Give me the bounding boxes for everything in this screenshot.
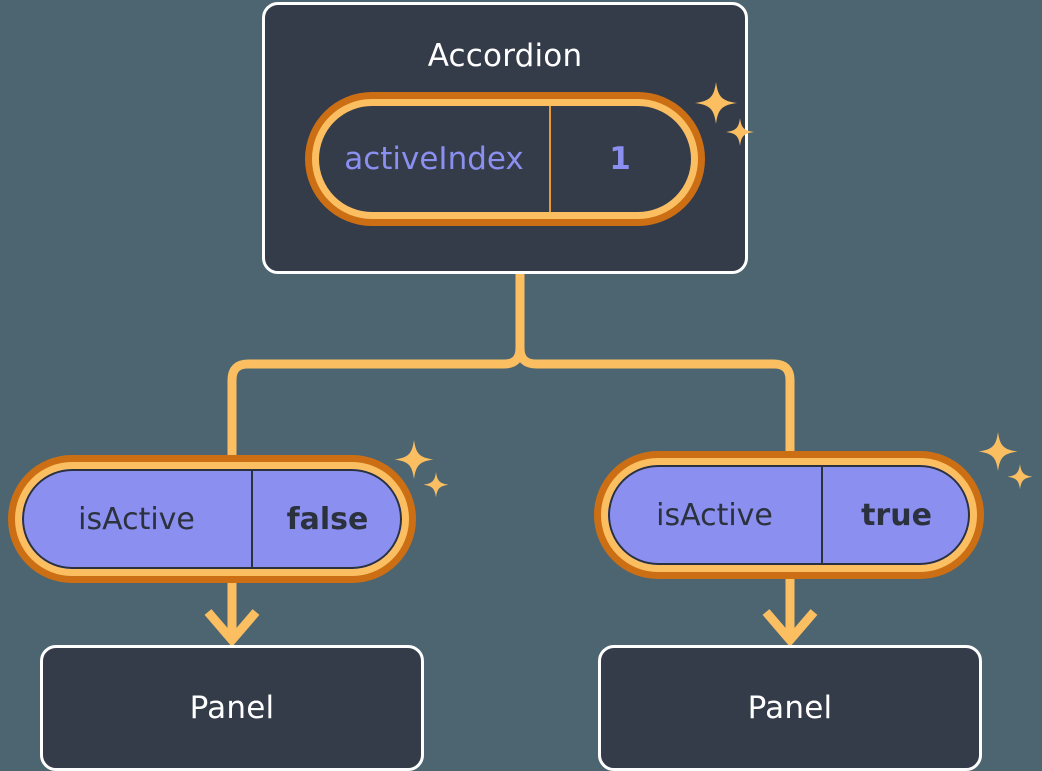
- prop-pill-is-active-right[interactable]: isActive true: [601, 458, 977, 572]
- arrow-right: [762, 574, 818, 647]
- panel-component-card-left[interactable]: Panel: [40, 645, 424, 771]
- prop-name-active-index: activeIndex: [319, 106, 551, 212]
- panel-title-left: Panel: [189, 689, 275, 726]
- accordion-title: Accordion: [427, 38, 583, 74]
- prop-pill-is-active-left[interactable]: isActive false: [15, 462, 409, 576]
- prop-value-active-index: 1: [609, 141, 631, 177]
- panel-component-card-right[interactable]: Panel: [598, 645, 982, 771]
- prop-name-is-active-right: isActive: [608, 465, 823, 565]
- arrow-left: [204, 578, 260, 647]
- wire-branch-right: [515, 347, 795, 466]
- panel-title-right: Panel: [747, 689, 833, 726]
- prop-name-is-active-left: isActive: [22, 469, 253, 569]
- sparkle-icon: [976, 432, 1034, 496]
- prop-pill-active-index[interactable]: activeIndex 1: [312, 99, 698, 219]
- wire-branch-left: [227, 347, 525, 470]
- prop-value-is-active-left: false: [286, 501, 369, 537]
- prop-value-is-active-right: true: [861, 497, 932, 533]
